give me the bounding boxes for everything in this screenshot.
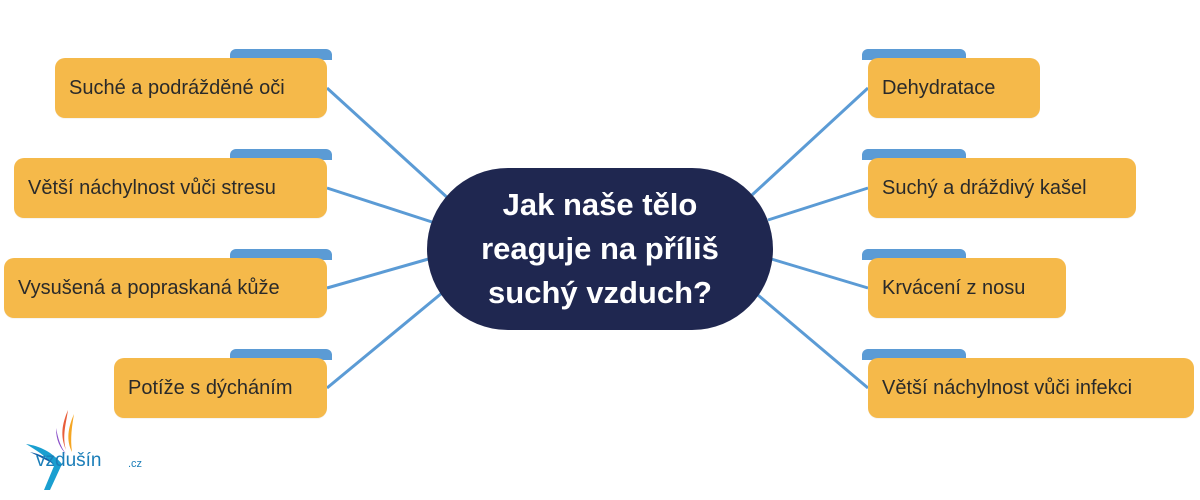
connector-line xyxy=(326,286,449,390)
node-tab xyxy=(230,149,332,160)
node-label: Vysušená a popraskaná kůže xyxy=(18,276,280,299)
connector-line xyxy=(767,256,869,290)
node-dry-eyes: Suché a podrážděné oči xyxy=(55,58,327,118)
node-label: Suchý a dráždivý kašel xyxy=(882,176,1087,199)
logo-tld: .cz xyxy=(128,458,143,470)
node-tab xyxy=(230,349,332,360)
vzdusin-logo-icon xyxy=(26,410,74,490)
node-tab xyxy=(862,249,966,260)
node-dry-skin: Vysušená a popraskaná kůže xyxy=(4,258,327,318)
node-breathing: Potíže s dýcháním xyxy=(114,358,327,418)
node-infection: Větší náchylnost vůči infekci xyxy=(868,358,1194,418)
connector-line xyxy=(325,86,452,202)
node-label: Suché a podrážděné oči xyxy=(69,76,285,99)
node-tab xyxy=(862,49,966,60)
node-stress: Větší náchylnost vůči stresu xyxy=(14,158,327,218)
node-tab xyxy=(230,249,332,260)
node-label: Krvácení z nosu xyxy=(882,276,1026,299)
connector-line xyxy=(750,86,870,197)
connector-line xyxy=(326,256,433,290)
node-cough: Suchý a dráždivý kašel xyxy=(868,158,1136,218)
node-label: Dehydratace xyxy=(882,76,996,99)
central-question-text: Jak naše tělo reaguje na příliš suchý vz… xyxy=(481,187,719,310)
node-tab xyxy=(862,349,966,360)
connector-line xyxy=(326,186,433,224)
node-tab xyxy=(230,49,332,60)
node-label: Větší náchylnost vůči infekci xyxy=(882,376,1133,399)
node-label: Větší náchylnost vůči stresu xyxy=(28,176,276,199)
node-tab xyxy=(862,149,966,160)
logo-wordmark: vzdušín xyxy=(36,450,102,471)
node-nosebleed: Krvácení z nosu xyxy=(868,258,1066,318)
connector-line xyxy=(751,288,869,390)
connector-line xyxy=(767,186,869,222)
central-question-bubble: Jak naše tělo reaguje na příliš suchý vz… xyxy=(427,168,773,330)
node-dehydration: Dehydratace xyxy=(868,58,1040,118)
node-label: Potíže s dýcháním xyxy=(128,376,293,399)
